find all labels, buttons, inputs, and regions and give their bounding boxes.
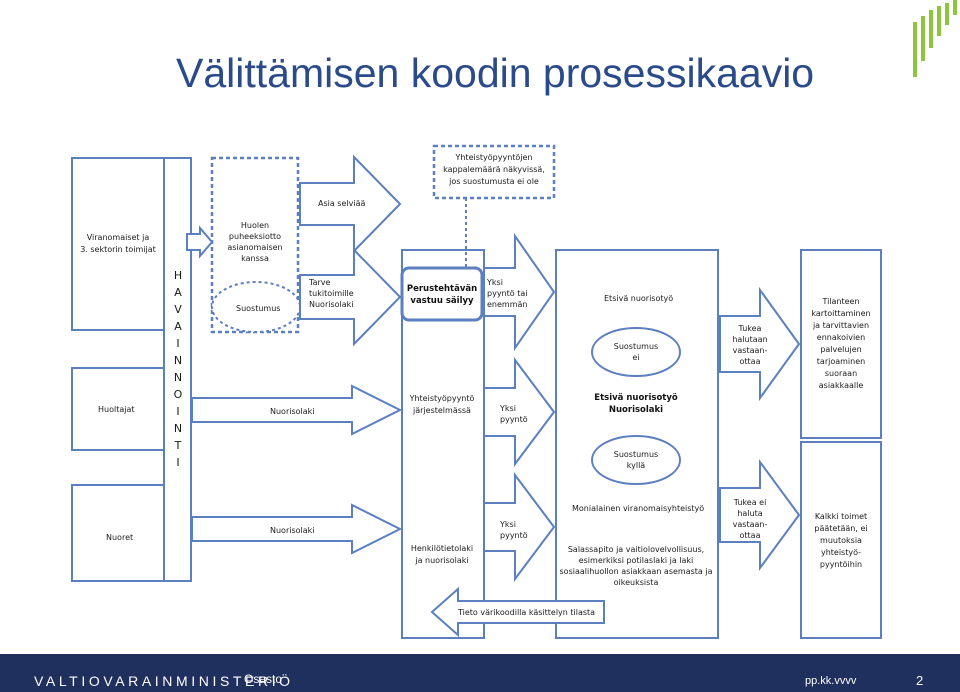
ministry-logo	[900, 0, 960, 80]
svg-text:A: A	[174, 286, 182, 299]
label-salassapito: Salassapito ja vaitiolovelvollisuus,esim…	[560, 545, 713, 587]
label-tieto-varikoodilla: Tieto värikoodilla käsittelyn tilasta	[457, 608, 595, 617]
callout-yhteistyopyyntojen	[432, 144, 556, 200]
svg-text:N: N	[174, 422, 182, 435]
footer-date: pp.kk.vvvv	[805, 675, 857, 687]
label-suostumus: Suostumus	[236, 304, 280, 313]
ellipse-suostumus-ei	[591, 327, 681, 377]
box-nuoret	[71, 484, 165, 582]
box-huoltajat	[71, 367, 165, 451]
box-tilanteen	[800, 249, 882, 439]
svg-text:T: T	[174, 439, 182, 452]
label-huoltajat: Huoltajat	[98, 405, 135, 414]
svg-text:N: N	[174, 371, 182, 384]
svg-text:I: I	[176, 456, 179, 469]
svg-text:O: O	[174, 388, 183, 401]
footer-ministry: VALTIOVARAINMINISTERIÖ	[34, 673, 294, 689]
svg-text:N: N	[174, 354, 182, 367]
label-nuorisolaki-1: Nuorisolaki	[270, 407, 315, 416]
arrow-yksi-pyynto-enemman	[483, 232, 556, 352]
box-havainnointi	[163, 157, 192, 582]
ellipse-suostumus-kylla	[591, 435, 681, 485]
arrow-yksi-pyynto-1	[483, 357, 556, 467]
arrow-tarve-tukitoimille	[299, 247, 402, 347]
footer-department: Osasto	[244, 672, 283, 686]
svg-text:I: I	[176, 405, 179, 418]
box-viranomaiset	[71, 157, 165, 331]
svg-text:I: I	[176, 337, 179, 350]
label-monialainen: Monialainen viranomaisyhteistyö	[572, 504, 704, 513]
arrow-asia-selviaa	[299, 154, 402, 254]
footer-bar	[0, 654, 960, 692]
arrow-tukea-ei-haluta	[719, 458, 801, 572]
label-asia-selviaa: Asia selviää	[318, 199, 365, 208]
arrow-yksi-pyynto-2	[483, 472, 556, 582]
svg-text:V: V	[174, 303, 182, 316]
label-etsiva-nuorisotyo: Etsivä nuorisotyö	[604, 294, 673, 303]
arrow-tukea-halutaan	[719, 286, 801, 402]
label-nuoret: Nuoret	[106, 533, 133, 542]
arrow-nuorisolaki-huoltajat	[191, 384, 403, 436]
label-nuorisolaki-2: Nuorisolaki	[270, 526, 315, 535]
arrow-tieto-varikoodilla	[430, 586, 605, 638]
box-kaikki-toimet	[800, 441, 882, 639]
page-title: Välittämisen koodin prosessikaavio	[176, 50, 815, 96]
svg-text:A: A	[174, 320, 182, 333]
svg-text:H: H	[174, 269, 182, 282]
arrow-to-huolen	[186, 225, 214, 259]
arrow-nuorisolaki-nuoret	[191, 503, 403, 555]
box-perustehtavan-vastuu	[400, 266, 484, 322]
footer-page-number: 2	[916, 673, 924, 688]
